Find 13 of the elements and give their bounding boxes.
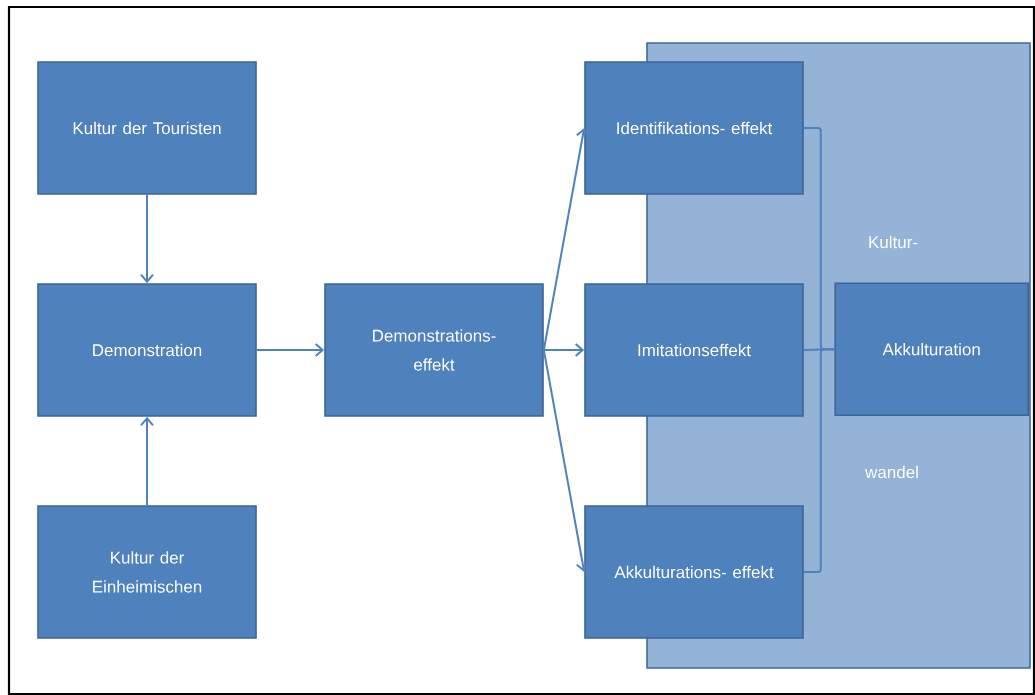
arrow bbox=[542, 343, 585, 357]
arrow bbox=[255, 343, 325, 357]
process-box: Identifikations- effekt bbox=[584, 61, 804, 195]
process-box: Akkulturations- effekt bbox=[584, 505, 804, 639]
process-box: Imitationseffekt bbox=[584, 283, 804, 417]
process-box: Demonstrations- effekt bbox=[324, 283, 544, 417]
bracket-line bbox=[802, 348, 836, 573]
process-box: Demonstration bbox=[37, 283, 257, 417]
arrow bbox=[140, 193, 154, 284]
process-box: Kultur der Touristen bbox=[37, 61, 257, 195]
process-box: Kultur der Einheimischen bbox=[37, 505, 257, 639]
arrow bbox=[140, 416, 154, 507]
process-box: Akkulturation bbox=[834, 282, 1029, 416]
